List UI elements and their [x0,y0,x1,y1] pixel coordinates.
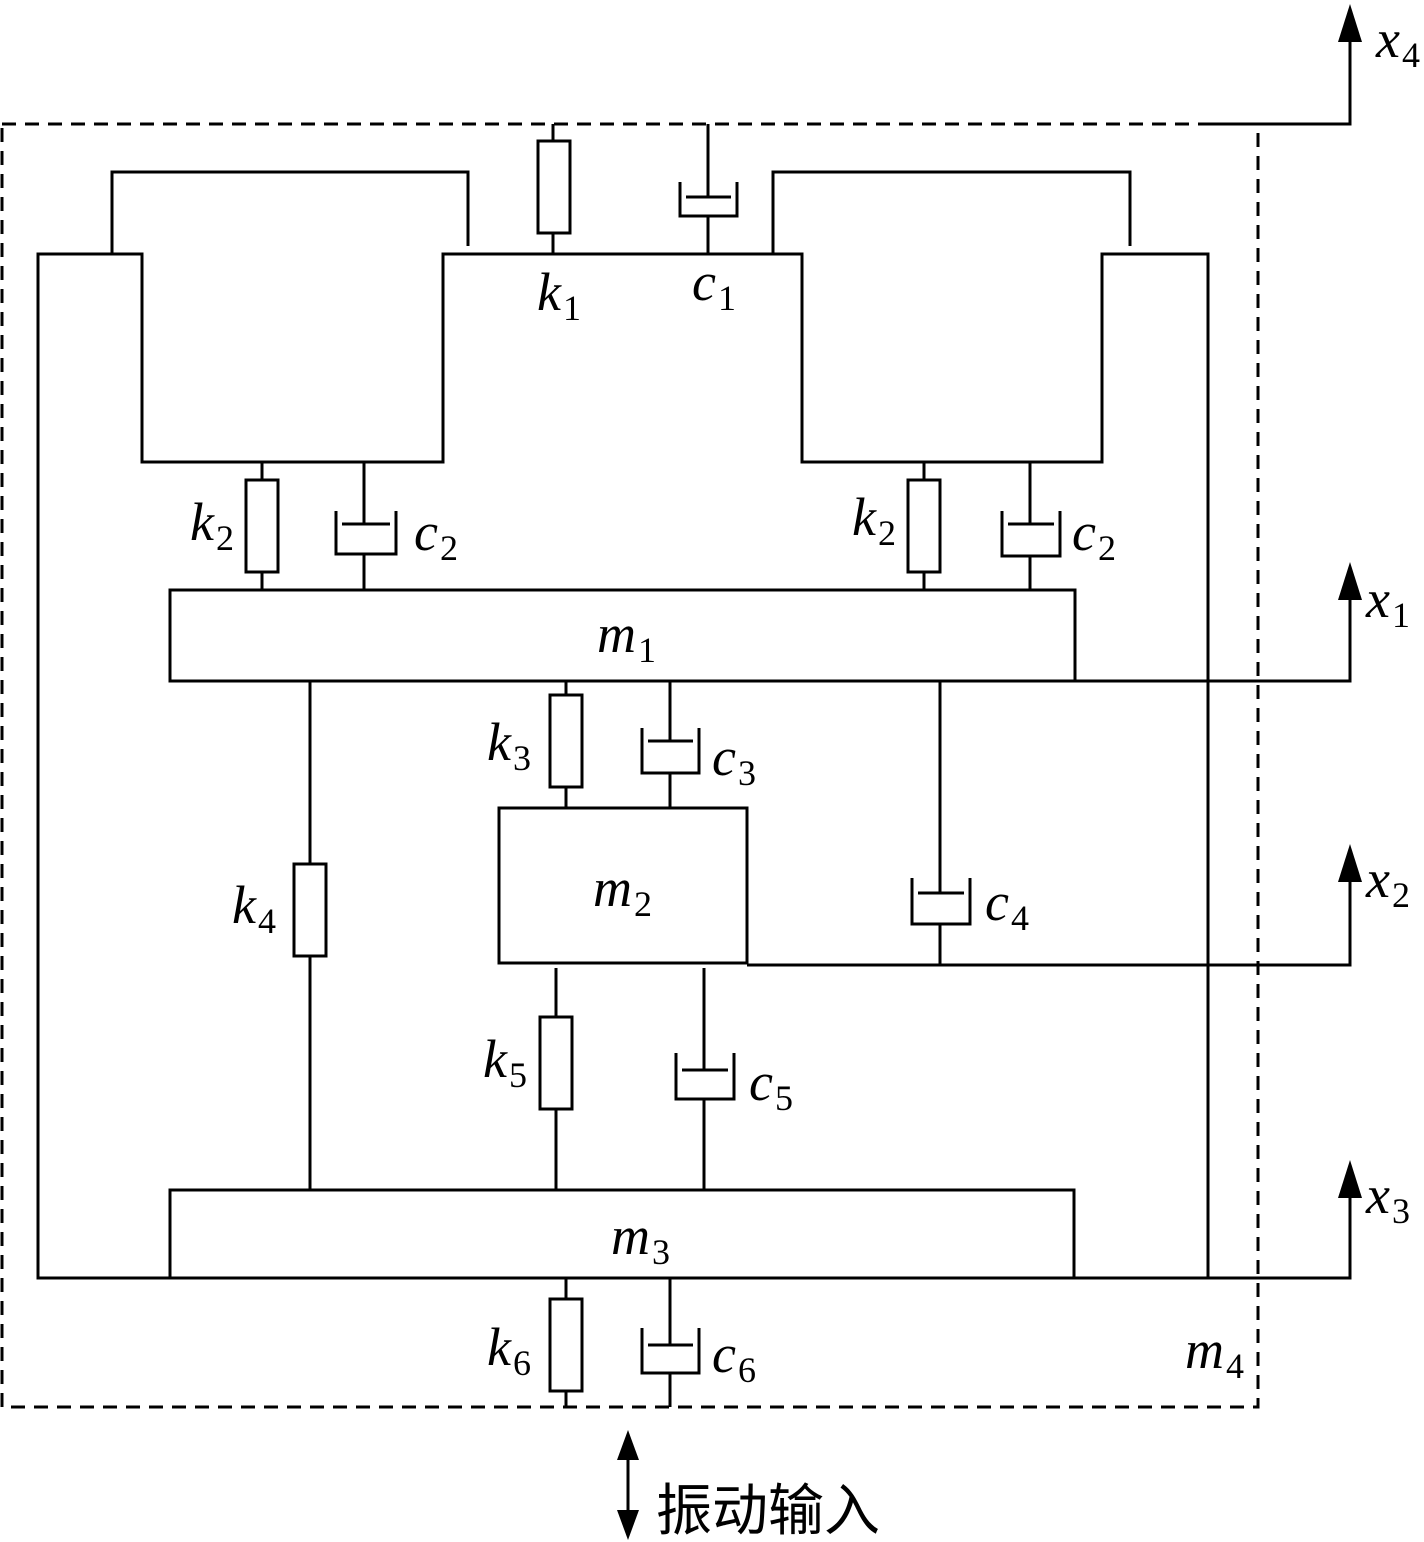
label-k3: k3 [487,712,531,778]
label-c2L: c2 [414,502,458,568]
spring-k3 [548,681,584,808]
spring-k5 [538,968,574,1190]
label-c5: c5 [749,1052,793,1118]
label-k2R: k2 [852,487,896,553]
label-x4: x4 [1375,9,1420,75]
spring-k6 [548,1278,584,1407]
outer-frame [36,252,1210,1280]
x1-output-line [1075,562,1362,683]
label-m4: m4 [1185,1320,1244,1386]
mass-m1 [168,588,1077,683]
label-c4: c4 [985,872,1029,938]
label-c3: c3 [712,727,756,793]
damper-c1 [678,124,739,254]
damper-c5 [674,968,736,1190]
damper-c2-left [334,462,398,590]
left-top-bracket [110,170,470,254]
label-x2: x2 [1365,849,1410,915]
label-c6: c6 [712,1324,756,1390]
label-c2R: c2 [1072,502,1116,568]
vibration-input-label: 振动输入 [656,1479,880,1542]
spring-k2-right [906,462,942,590]
label-x3: x3 [1365,1165,1410,1231]
mass-m3 [168,1188,1076,1280]
label-k2L: k2 [190,492,234,558]
label-k6: k6 [487,1317,531,1383]
damper-c3 [640,681,701,808]
x4-output-line [1208,4,1362,126]
damper-c6 [640,1278,701,1407]
label-x1: x1 [1365,569,1410,635]
m4-boundary [0,122,1260,1409]
x2-output-line [747,844,1362,967]
label-k5: k5 [483,1029,527,1095]
spring-k2-left [244,462,280,590]
label-k1: k1 [537,262,581,328]
label-m3: m3 [611,1206,670,1272]
right-top-bracket [771,170,1132,254]
x3-output-line [1208,1160,1362,1280]
label-m2: m2 [593,858,652,924]
mass-m2 [497,806,749,965]
damper-c4 [910,681,972,965]
spring-k1 [536,124,572,254]
damper-c2-right [1000,462,1062,590]
vibration-input-arrow [617,1430,639,1540]
label-c1: c1 [692,252,736,318]
label-m1: m1 [597,604,656,670]
spring-k4 [292,681,328,1190]
label-k4: k4 [232,875,276,941]
